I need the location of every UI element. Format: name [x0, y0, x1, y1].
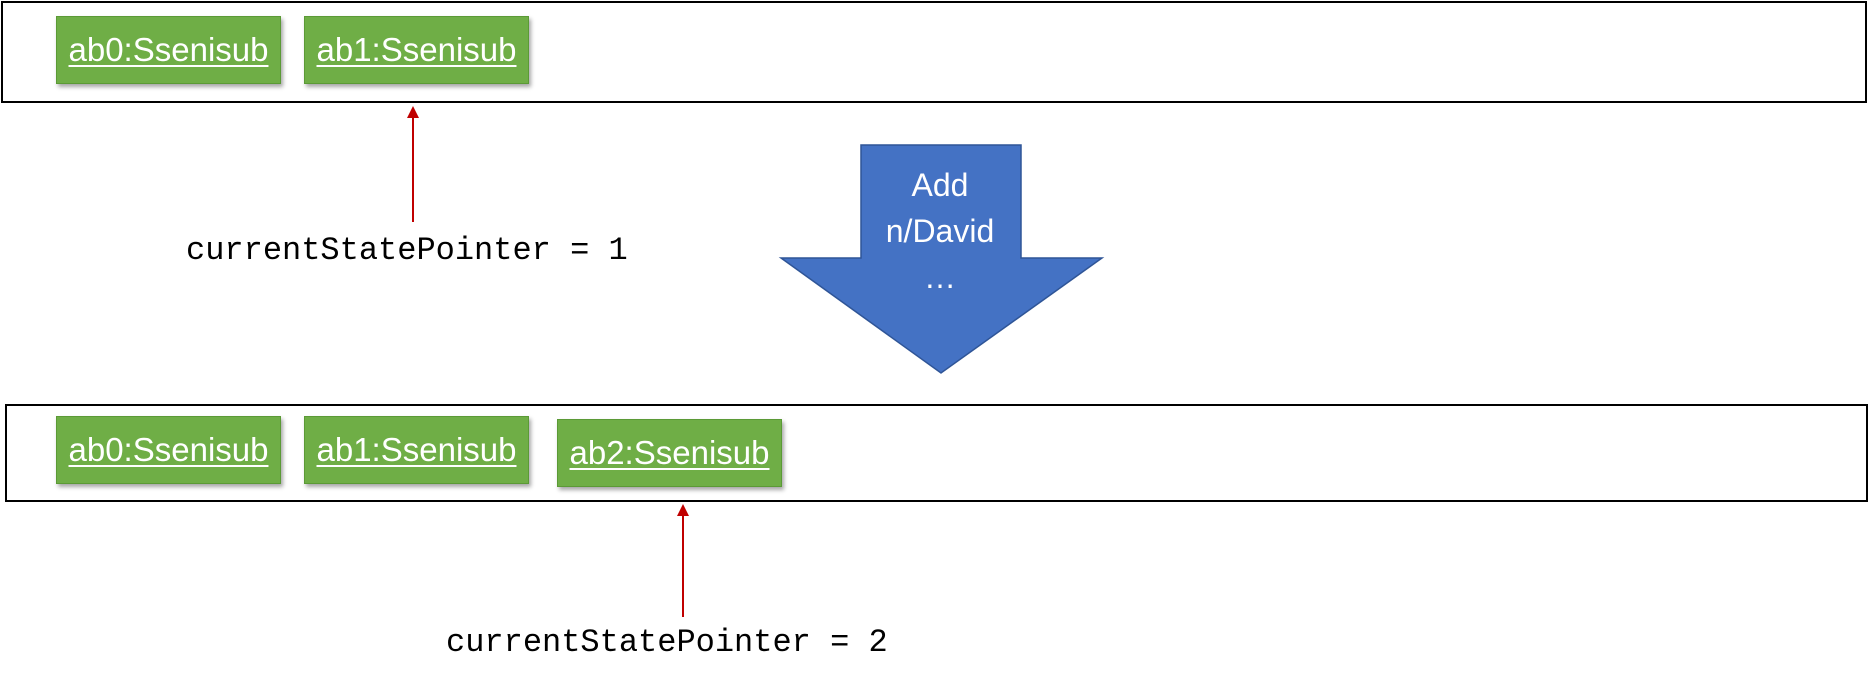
state-ab2-after: ab2:Ssenisub	[557, 419, 782, 487]
state-ab1-after: ab1:Ssenisub	[304, 416, 529, 484]
command-line-3: …	[924, 259, 956, 295]
state-ab0-before: ab0:Ssenisub	[56, 16, 281, 84]
pointer-arrow-after	[677, 504, 689, 617]
pointer-label-before: currentStatePointer = 1	[186, 232, 628, 269]
state-ab0-after: ab0:Ssenisub	[56, 416, 281, 484]
pointer-label-after: currentStatePointer = 2	[446, 624, 888, 661]
state-ab1-before: ab1:Ssenisub	[304, 16, 529, 84]
pointer-arrow-before	[407, 106, 419, 222]
command-line-1: Add	[911, 167, 969, 203]
command-arrow-shape	[778, 144, 1105, 374]
command-line-2: n/David	[885, 213, 995, 249]
command-arrow-label: Add n/David …	[860, 162, 1020, 300]
